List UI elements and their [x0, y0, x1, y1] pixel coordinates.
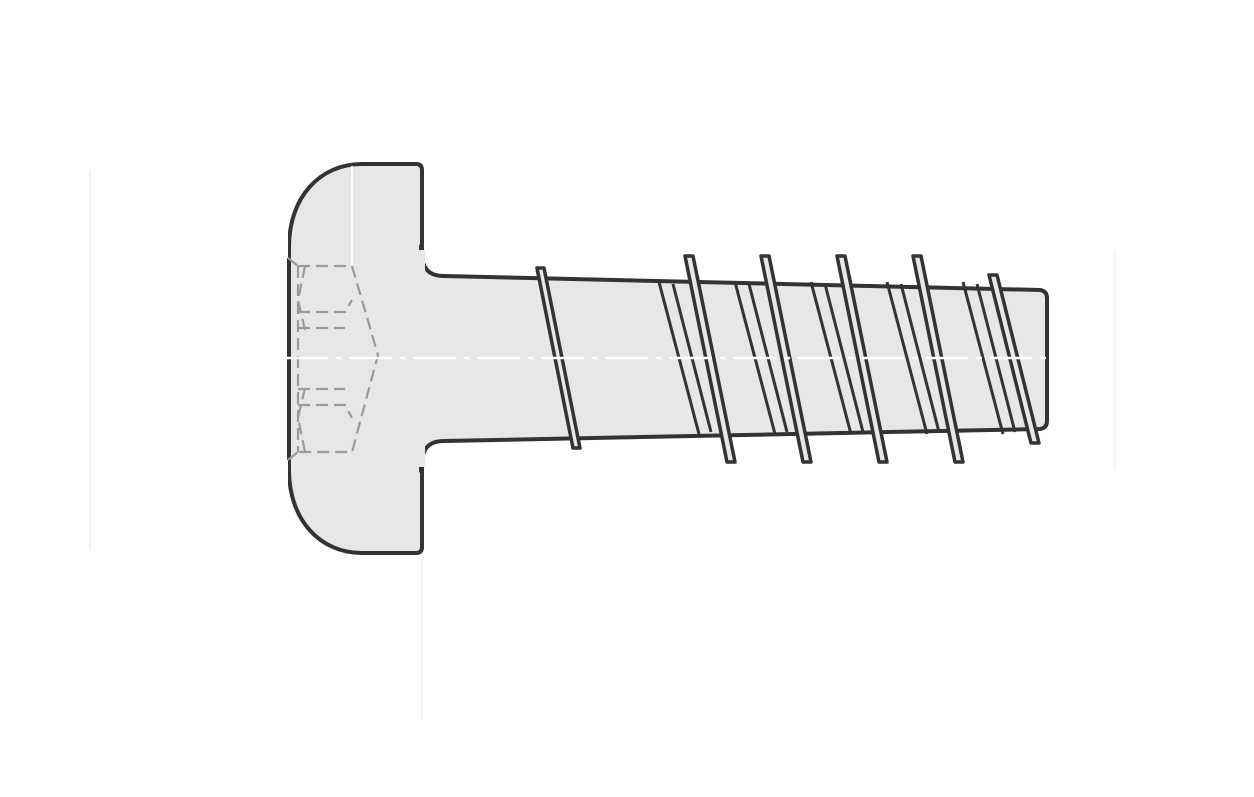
- construction-lines: [286, 166, 353, 488]
- ghost-extension-lines: [89, 170, 1116, 720]
